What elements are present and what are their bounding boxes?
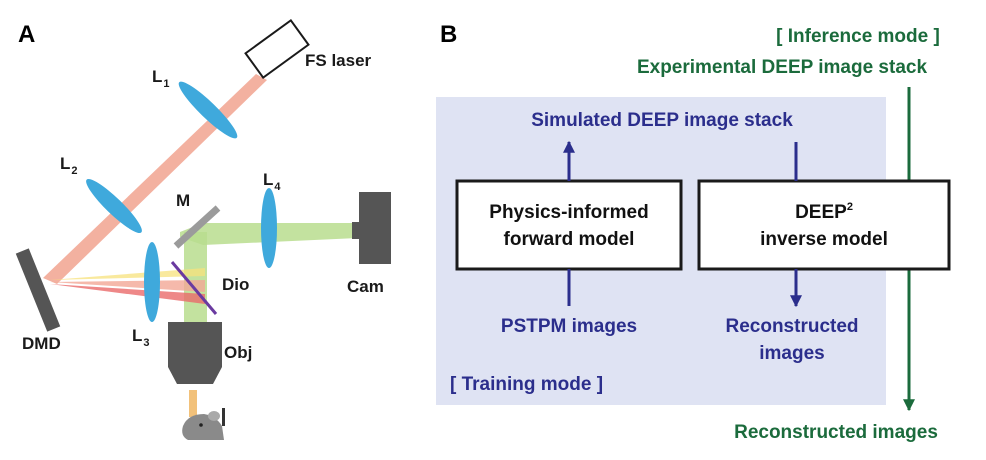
inverse-model-line2: inverse model: [760, 229, 888, 250]
panel-b-label: B: [440, 21, 457, 48]
lens-l1: [178, 81, 238, 139]
dichroic-label: Dio: [222, 275, 249, 294]
l2-label: L2: [60, 154, 78, 177]
camera: [352, 192, 391, 264]
lens-l2: [86, 178, 142, 234]
pstpm-images-label: PSTPM images: [501, 316, 637, 337]
reconstructed-images-output-label: Reconstructed images: [734, 422, 938, 443]
mouse-sample-icon: [182, 408, 225, 440]
reconstructed-label-line1: Reconstructed: [725, 316, 858, 337]
mirror-label: M: [176, 191, 190, 210]
panel-a: A FS laser L1 L2 L3 L4: [15, 19, 391, 440]
fs-laser-label: FS laser: [305, 51, 372, 70]
forward-model-line2: forward model: [504, 229, 635, 250]
forward-model-box: [455, 179, 683, 271]
panel-a-label: A: [18, 21, 35, 48]
dmd-label: DMD: [22, 334, 61, 353]
dichroic-mirror: [170, 261, 218, 315]
objective: [168, 322, 222, 384]
l3-label: L3: [132, 326, 150, 349]
training-mode-label: [ Training mode ]: [450, 374, 603, 395]
camera-label: Cam: [347, 277, 384, 296]
lens-l3: [144, 242, 160, 322]
fs-laser: [244, 19, 310, 79]
l4-label: L4: [263, 170, 281, 193]
experimental-stack-label: Experimental DEEP image stack: [637, 57, 927, 78]
simulated-stack-label: Simulated DEEP image stack: [531, 110, 793, 131]
panel-b: B [ Inference mode ] Experimental DEEP i…: [436, 21, 951, 443]
lens-l4: [261, 188, 277, 268]
forward-model-line1: Physics-informed: [489, 202, 648, 223]
objective-label: Obj: [224, 343, 252, 362]
dmd: [15, 248, 61, 332]
reconstructed-label-line2: images: [759, 343, 824, 364]
dmd-spectral-fan: [50, 268, 205, 304]
mirror-m: [173, 205, 221, 249]
laser-beam: [43, 74, 267, 284]
l1-label: L1: [152, 67, 170, 90]
inverse-model-line1: DEEP2: [795, 201, 853, 223]
excitation-to-sample: [189, 390, 197, 417]
inference-mode-label: [ Inference mode ]: [776, 26, 940, 47]
inverse-model-box: [697, 179, 951, 271]
